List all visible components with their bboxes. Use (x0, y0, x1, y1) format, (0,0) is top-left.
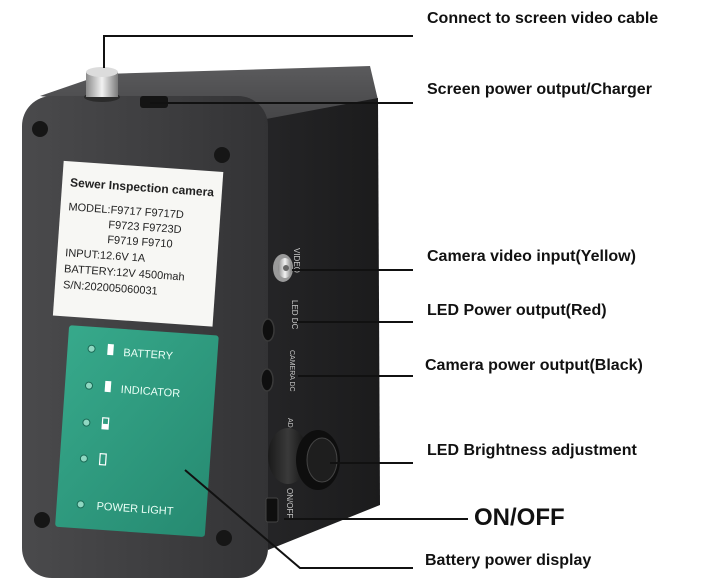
led-dc-jack (261, 318, 275, 342)
panel-label-battery: BATTERY (123, 347, 174, 362)
callout-screen-power-output: Screen power output/Charger (427, 81, 652, 98)
indicator-led (82, 418, 91, 427)
indicator-led (87, 344, 96, 353)
callout-line-battery (184, 469, 413, 569)
callout-line-video-cable (103, 35, 413, 68)
callout-camera-power-output: Camera power output(Black) (425, 357, 643, 374)
battery-high-icon (104, 380, 112, 393)
panel-label-power-light: POWER LIGHT (96, 501, 174, 518)
power-switch (265, 497, 279, 523)
device-top-face (40, 66, 378, 124)
indicator-led (76, 500, 85, 509)
callout-connect-video-cable: Connect to screen video cable (427, 10, 659, 27)
video-bnc-port (273, 254, 293, 282)
brightness-knob (268, 428, 340, 490)
battery-low-icon (98, 452, 107, 466)
callout-led-brightness: LED Brightness adjustment (427, 442, 637, 459)
battery-half-icon (101, 417, 110, 430)
spec-sticker: Sewer Inspection camera MODEL:F9717 F971… (52, 160, 224, 327)
camera-dc-jack (260, 368, 274, 392)
callout-battery-power-display: Battery power display (425, 552, 592, 569)
port-label-camera-dc: CAMERA DC (288, 350, 295, 392)
sticker-model-line3: F9719 F9710 (107, 234, 173, 251)
battery-panel: BATTERY INDICATOR POWER LIGHT (55, 325, 219, 537)
screw-hole (34, 512, 50, 528)
callout-camera-video-input: Camera video input(Yellow) (427, 248, 636, 265)
port-label-video: VIDEO (292, 248, 301, 273)
indicator-led (84, 381, 93, 390)
port-label-led-dc: LED DC (290, 300, 299, 330)
screw-hole (32, 121, 48, 137)
port-label-onoff: ON/OFF (285, 488, 294, 518)
callout-on-off: ON/OFF (474, 504, 565, 531)
top-bnc-connector (84, 67, 120, 102)
screw-hole (216, 530, 232, 546)
callout-led-power-output: LED Power output(Red) (427, 302, 607, 319)
screw-hole (214, 147, 230, 163)
indicator-led (79, 454, 88, 463)
panel-label-indicator: INDICATOR (120, 384, 180, 400)
battery-full-icon (107, 343, 114, 356)
sticker-model-line2: F9723 F9723D (108, 219, 182, 236)
sticker-input: INPUT:12.6V 1A (65, 247, 146, 265)
